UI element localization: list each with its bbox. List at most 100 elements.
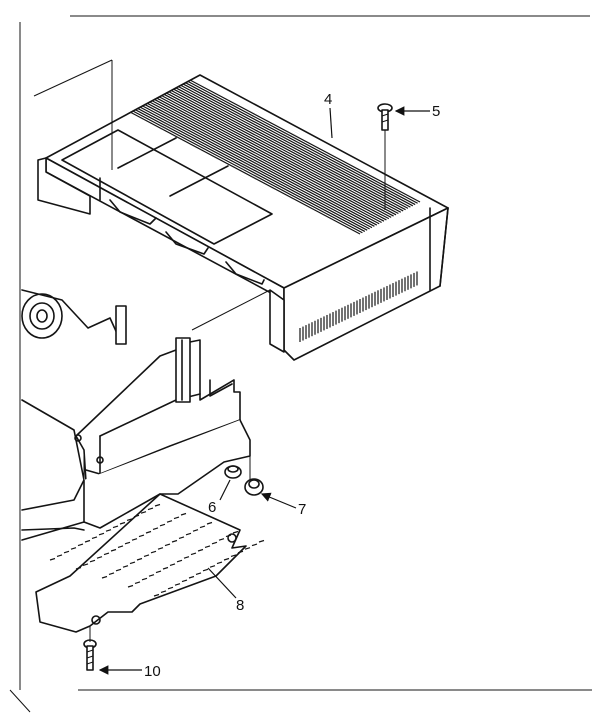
grille-stripe xyxy=(170,89,402,213)
grille-stripe xyxy=(141,577,148,581)
grille-stripe xyxy=(190,552,197,556)
grille-stripe xyxy=(167,586,174,590)
svg-text:5: 5 xyxy=(432,103,440,120)
bottom-plate xyxy=(35,493,265,633)
grille-stripe xyxy=(175,87,406,211)
grille-stripe xyxy=(112,525,119,529)
grille-stripe xyxy=(202,568,209,572)
grille-stripe xyxy=(251,543,258,547)
grille-stripe xyxy=(63,550,70,554)
grille-stripe xyxy=(158,96,390,220)
grille-stripe xyxy=(180,512,187,516)
grille-stripe xyxy=(145,530,152,534)
grille-stripe xyxy=(148,101,380,225)
grille-stripe xyxy=(153,593,160,597)
grille-stripe xyxy=(216,561,223,565)
callout-7: 7 xyxy=(260,492,306,518)
grille-stripe xyxy=(197,548,204,552)
grille-stripe xyxy=(134,581,141,584)
grille-stripe xyxy=(230,554,237,557)
grille-stripe xyxy=(199,525,206,529)
grille-stripe xyxy=(218,538,225,541)
grille-stripe xyxy=(82,563,89,566)
grille-stripe xyxy=(232,530,239,534)
grille-stripe xyxy=(115,568,122,572)
grille-stripe xyxy=(211,541,218,545)
chassis xyxy=(21,289,251,541)
grille-stripe xyxy=(101,575,108,579)
grille-stripe xyxy=(159,523,166,527)
grille-stripe xyxy=(164,543,171,547)
grille-stripe xyxy=(136,107,368,231)
grille-stripe xyxy=(237,550,244,554)
grille-stripe xyxy=(163,93,394,217)
grille-stripe xyxy=(165,92,397,216)
screw-10 xyxy=(83,626,97,671)
grille-stripe xyxy=(147,507,154,511)
callout-5: 5 xyxy=(394,103,440,120)
grille-stripe xyxy=(156,97,387,221)
grille-stripe xyxy=(77,543,84,547)
grille-stripe xyxy=(124,541,131,545)
grille-stripe xyxy=(172,88,404,212)
grille-stripe xyxy=(189,79,421,203)
grille-stripe xyxy=(136,557,143,561)
grille-stripe xyxy=(139,106,370,230)
grille-stripe xyxy=(178,536,185,539)
nut-7 xyxy=(244,478,264,496)
grille-stripe xyxy=(110,548,117,552)
grille-stripe xyxy=(188,575,195,579)
grille-stripe xyxy=(151,99,382,224)
grille-stripe xyxy=(169,563,176,566)
grille-stripe xyxy=(122,565,129,568)
grille-stripe xyxy=(91,536,98,539)
grille-stripe xyxy=(184,82,416,206)
grille-stripe xyxy=(134,108,366,232)
grille-stripe xyxy=(195,572,202,575)
grille-stripe xyxy=(129,111,361,235)
plate-grille xyxy=(49,503,265,597)
grille-stripe xyxy=(173,516,180,520)
grille-stripe xyxy=(204,545,211,548)
grille-stripe xyxy=(96,556,103,559)
grille-stripe xyxy=(258,539,265,543)
grille-stripe xyxy=(206,521,213,525)
grille-stripe xyxy=(146,102,378,226)
svg-text:7: 7 xyxy=(298,501,306,518)
grille-stripe xyxy=(131,538,138,541)
grille-stripe xyxy=(153,98,385,222)
grille-stripe xyxy=(84,539,91,543)
grille-stripe xyxy=(127,584,134,588)
grille-stripe xyxy=(148,574,155,577)
grille-stripe xyxy=(176,559,183,563)
grille-stripe xyxy=(103,552,110,556)
grille-stripe xyxy=(56,554,63,557)
grille-stripe xyxy=(133,514,140,518)
grille-stripe xyxy=(143,554,150,557)
grille-stripe xyxy=(244,547,251,550)
grille-stripe xyxy=(150,550,157,554)
grille-stripe xyxy=(155,570,162,574)
callout-6: 6 xyxy=(208,479,231,516)
grille-stripe xyxy=(168,90,399,215)
grille-stripe xyxy=(182,83,414,207)
grille-stripe xyxy=(177,85,409,209)
top-grille xyxy=(129,79,421,235)
grille-stripe xyxy=(117,545,124,548)
grille-stripe xyxy=(160,94,392,218)
svg-text:4: 4 xyxy=(324,91,332,108)
grille-stripe xyxy=(187,80,418,204)
grille-stripe xyxy=(140,511,147,514)
grille-stripe xyxy=(49,557,56,561)
grille-stripe xyxy=(108,572,115,575)
grille-stripe xyxy=(126,518,133,521)
grille-stripe xyxy=(171,539,178,543)
side-grille xyxy=(299,271,418,342)
grille-stripe xyxy=(119,521,126,525)
svg-text:10: 10 xyxy=(144,663,161,680)
grille-stripe xyxy=(157,547,164,550)
nut-6 xyxy=(224,465,242,479)
grille-stripe xyxy=(132,110,363,234)
svg-text:6: 6 xyxy=(208,499,216,516)
